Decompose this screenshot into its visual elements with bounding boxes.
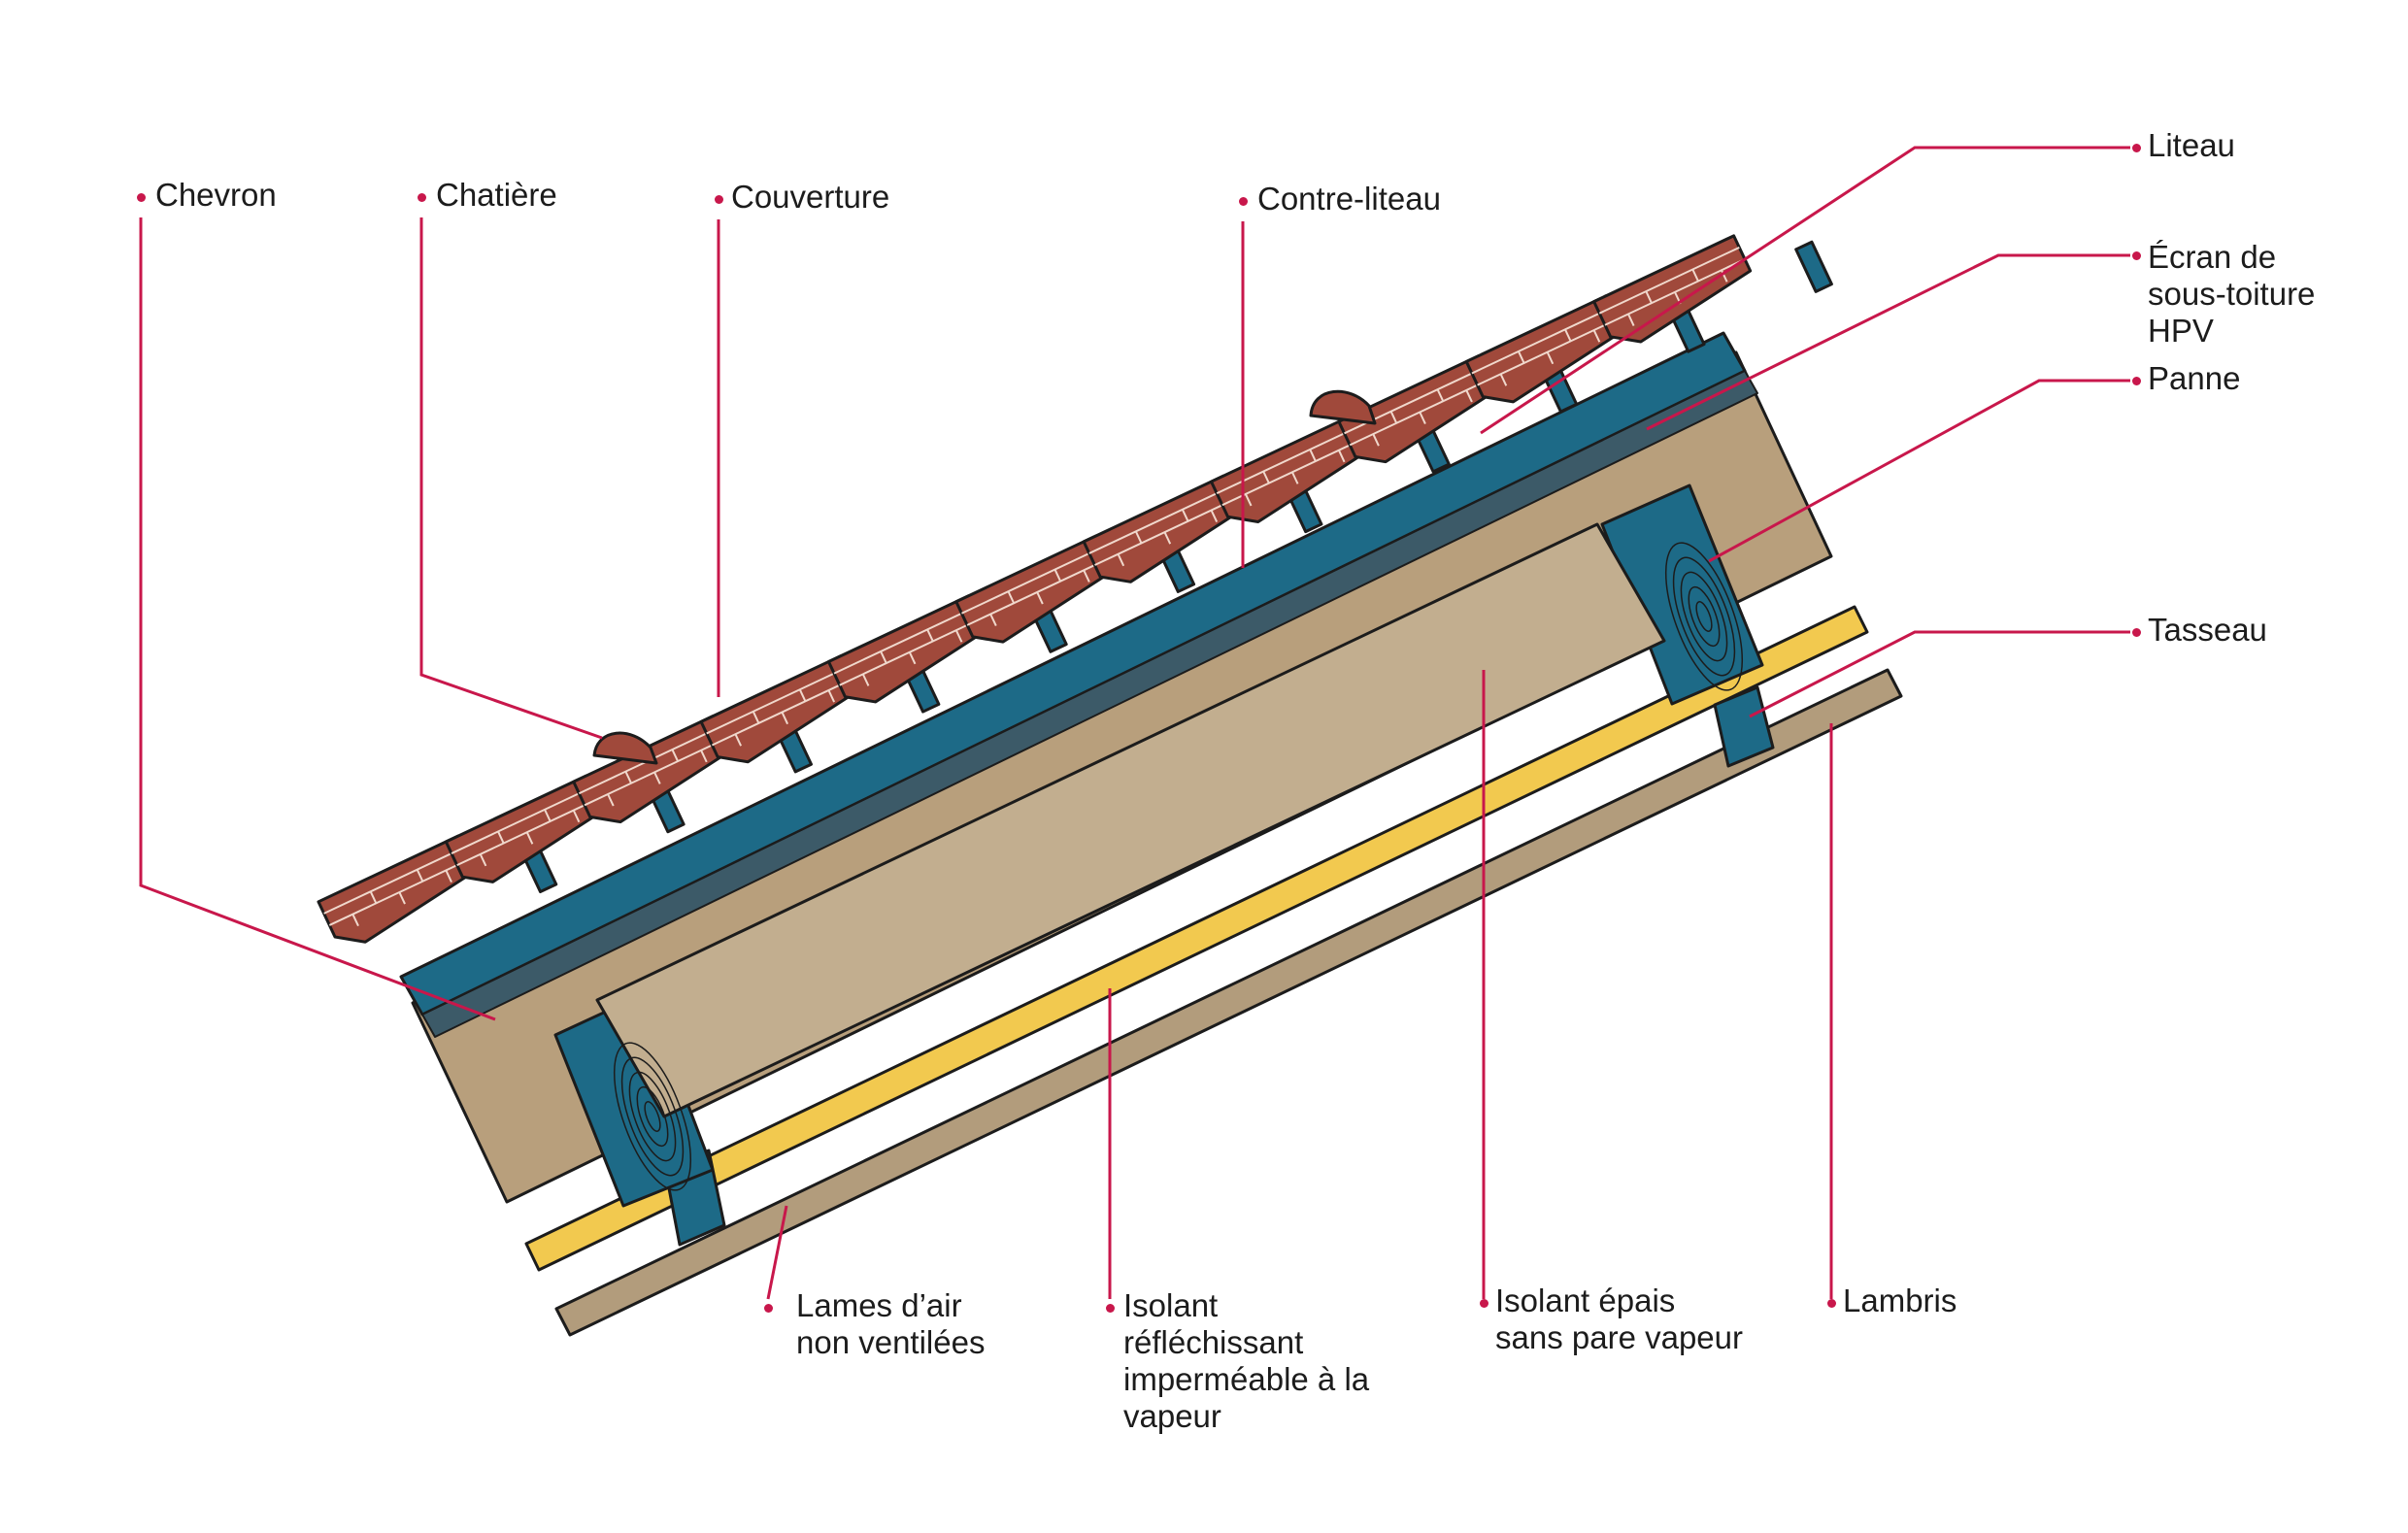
contre-liteau-label: Contre-liteau (1257, 181, 1441, 217)
reflective-insulation-band (524, 605, 1869, 1272)
chevron-dot (137, 193, 146, 202)
roof-tile (317, 834, 477, 944)
panne-label: Panne (2148, 360, 2241, 396)
roof-tile (826, 594, 987, 704)
wood-grain (613, 1042, 692, 1191)
liteau-dot (2132, 144, 2141, 152)
panne-front-strip (421, 370, 1758, 1038)
lambris-label: Lambris (1843, 1283, 1957, 1318)
chatiere-label: Chatière (436, 177, 557, 213)
batten-post (1794, 240, 1833, 293)
ecran-dot (2132, 251, 2141, 260)
panne-dot (2132, 377, 2141, 385)
couverture-label: Couverture (731, 179, 890, 215)
tasseau-dot (2132, 628, 2141, 637)
wood-grain (1664, 542, 1744, 691)
roof-tiles (317, 234, 1753, 944)
roof-tile (444, 774, 604, 883)
roof-tile (954, 534, 1115, 644)
roof-tile (1210, 414, 1370, 523)
lambris-board (554, 668, 1903, 1337)
leader-chevron (139, 217, 496, 1021)
roof-tile (1592, 234, 1753, 344)
lames-air-dot (764, 1304, 773, 1313)
roof-tile (1464, 294, 1624, 404)
leader-lines (139, 146, 2130, 1300)
leader-ecran (1646, 253, 2130, 431)
chatiere-vent-upper (1309, 389, 1377, 425)
roof-tile (1082, 474, 1242, 583)
isolant-epais-dot (1480, 1299, 1488, 1308)
isolant-reflechissant-label: Isolant réfléchissant imperméable à la v… (1123, 1287, 1370, 1434)
roof-tile (699, 654, 859, 764)
chevron-label: Chevron (155, 177, 277, 213)
chatiere-dot (418, 193, 426, 202)
isolant-epais-label: Isolant épais sans pare vapeur (1495, 1283, 1743, 1355)
ecran-label: Écran de sous-toiture HPV (2148, 239, 2316, 349)
liteau-label: Liteau (2148, 127, 2235, 163)
leader-chatiere (419, 217, 603, 740)
isolant-reflechissant-dot (1106, 1304, 1115, 1313)
roof-layers (399, 331, 1903, 1337)
contre-liteau-dot (1239, 197, 1248, 206)
tasseau-upper (1713, 685, 1775, 768)
lames-air-label: Lames d’air non ventilées (796, 1287, 986, 1360)
chatiere-vent-lower (592, 731, 658, 765)
leader-lames-air (766, 1205, 788, 1300)
leader-liteau (1480, 146, 2130, 435)
leader-tasseau (1749, 630, 2130, 718)
lambris-dot (1827, 1299, 1836, 1308)
couverture-dot (715, 195, 723, 204)
leader-panne (1708, 379, 2130, 563)
tasseau-label: Tasseau (2148, 612, 2267, 648)
